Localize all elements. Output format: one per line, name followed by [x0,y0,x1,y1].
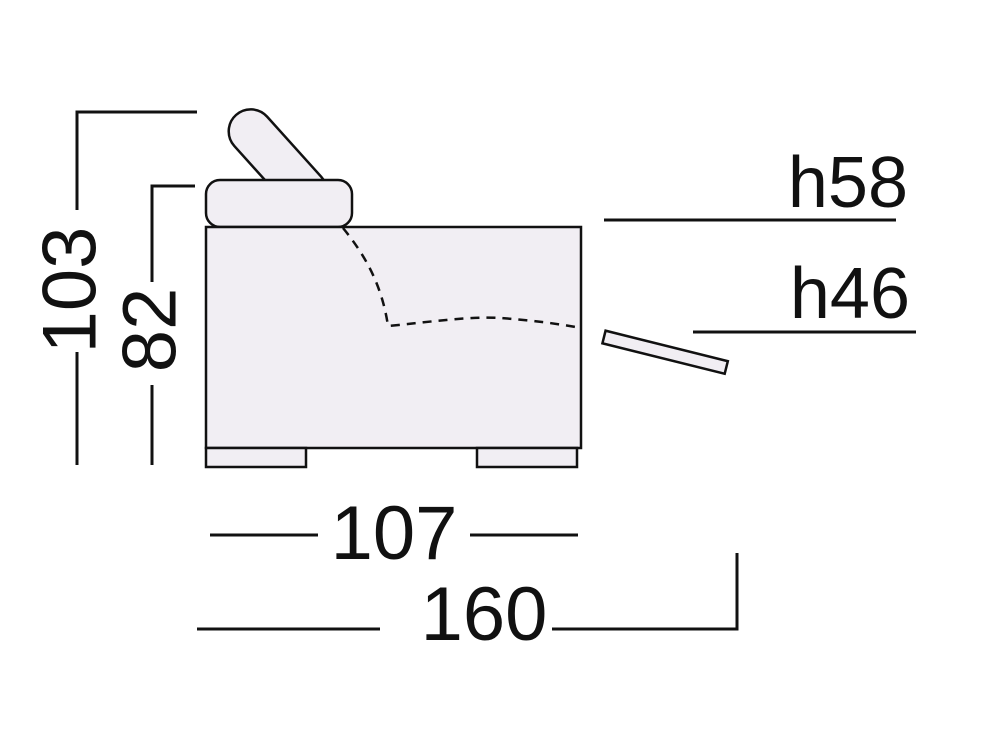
height-46-marker: h46 [693,254,916,334]
dimension-160: 160 [197,553,739,657]
dim-82-top-bracket [150,184,195,282]
back-cushion [204,178,354,229]
dimension-82: 82 [108,184,195,465]
dim-82-label: 82 [108,288,193,373]
seat-profile-dashed [342,227,582,330]
h58-label: h58 [788,143,908,223]
dim-160-label: 160 [421,572,548,657]
dim-160-right-bracket [552,553,739,631]
sofa-body [204,225,583,450]
back-foot [475,446,579,469]
dimension-107: 107 [210,491,578,576]
h46-label: h46 [790,254,910,334]
footrest-extended [600,329,730,376]
sofa-side-view [204,108,730,469]
dim-103-label: 103 [28,227,113,354]
dim-107-label: 107 [331,491,458,576]
front-foot [204,446,308,469]
dimension-103: 103 [28,110,197,465]
dim-103-top-bracket [75,110,197,210]
height-58-marker: h58 [604,143,908,223]
